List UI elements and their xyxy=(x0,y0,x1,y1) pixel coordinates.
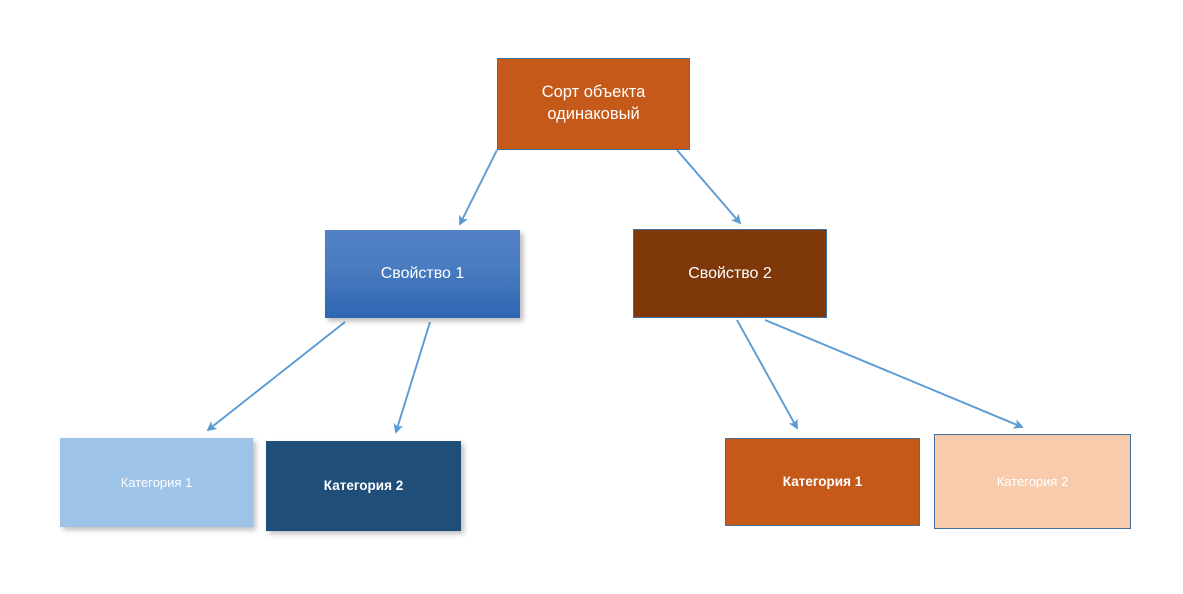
connector-root-to-property-2 xyxy=(676,149,742,225)
connector-property-2-to-category-2-right xyxy=(764,319,1024,429)
node-category-1-right[interactable]: Категория 1 xyxy=(725,438,920,526)
connector-property-2-to-category-1-right xyxy=(736,319,798,430)
node-property-1[interactable]: Свойство 1 xyxy=(325,230,520,318)
connector-property-1-to-category-2-left xyxy=(393,321,431,434)
node-root-label: Сорт объекта одинаковый xyxy=(541,83,646,123)
node-property-2[interactable]: Свойство 2 xyxy=(633,229,827,318)
node-category-2-right-label: Категория 2 xyxy=(996,473,1069,489)
node-category-2-left[interactable]: Категория 2 xyxy=(266,441,461,531)
node-property-1-label: Свойство 1 xyxy=(380,265,465,283)
connector-root-to-property-1 xyxy=(459,149,498,226)
node-property-2-label: Свойство 2 xyxy=(688,264,772,282)
node-category-1-left[interactable]: Категория 1 xyxy=(60,438,253,527)
node-category-2-right[interactable]: Категория 2 xyxy=(934,434,1131,529)
node-category-1-right-label: Категория 1 xyxy=(782,474,863,490)
node-category-2-left-label: Категория 2 xyxy=(323,478,404,494)
connector-property-1-to-category-1-left xyxy=(206,321,346,432)
node-root[interactable]: Сорт объекта одинаковый xyxy=(497,58,690,150)
node-category-1-left-label: Категория 1 xyxy=(120,474,193,490)
